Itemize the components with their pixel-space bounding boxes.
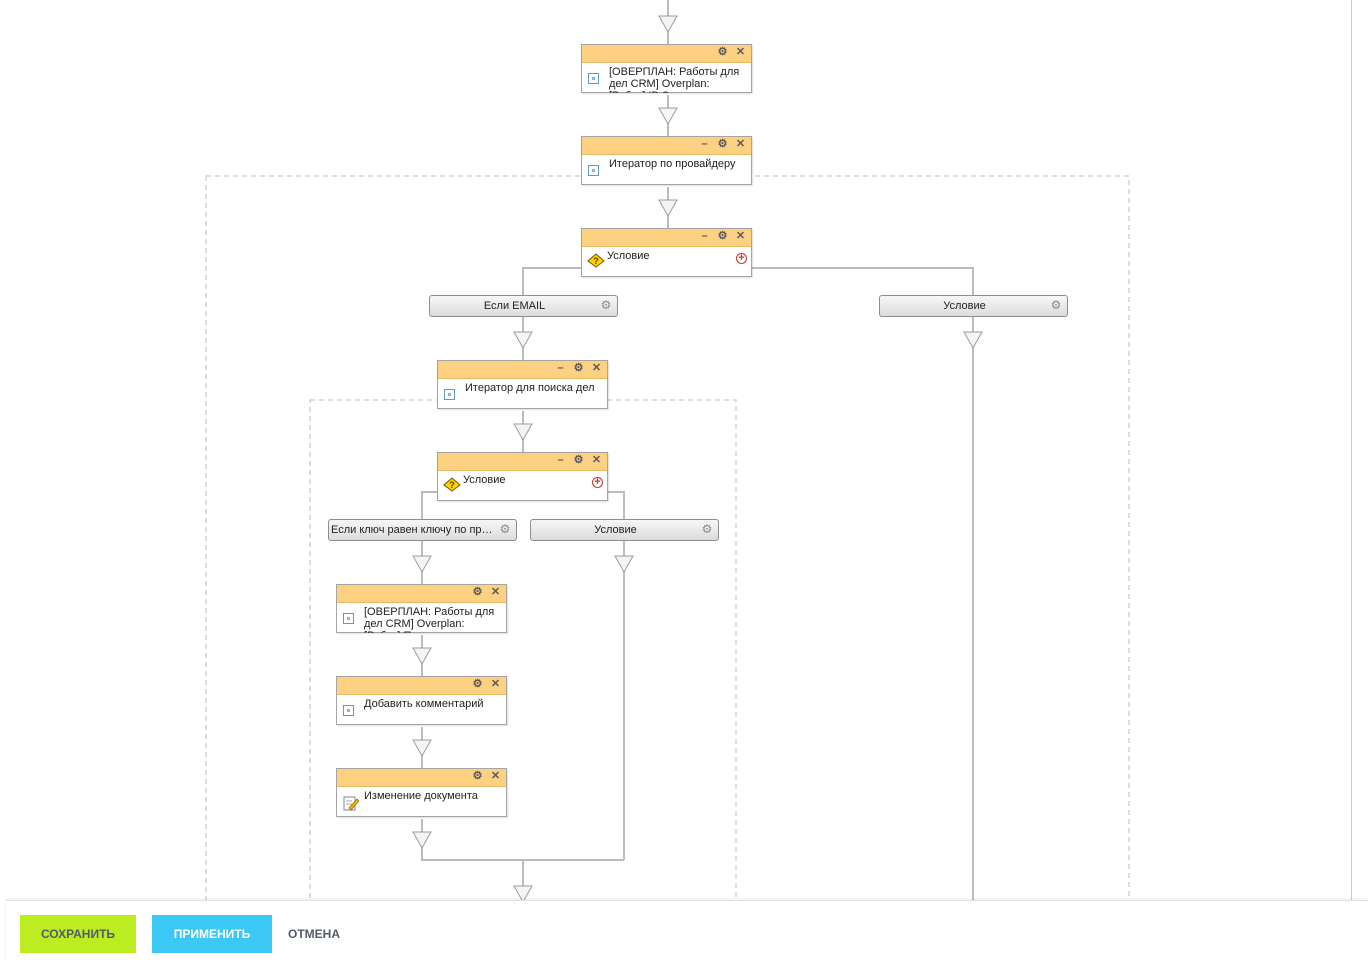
arrow-down-icon — [614, 555, 634, 574]
activity-header: ⚙ ✕ — [337, 585, 506, 603]
close-icon[interactable]: ✕ — [591, 362, 602, 374]
activity-icon — [343, 705, 354, 716]
settings-icon[interactable]: ⚙ — [717, 138, 728, 150]
activity-icon — [588, 165, 599, 176]
minimize-icon[interactable]: – — [557, 454, 564, 466]
arrow-down-icon — [658, 107, 678, 126]
activity-header: – ⚙ ✕ — [438, 453, 607, 471]
settings-icon[interactable]: ⚙ — [573, 454, 584, 466]
apply-button[interactable]: ПРИМЕНИТЬ — [152, 915, 272, 953]
activity-title: Условие — [463, 474, 506, 486]
condition-icon: ? — [443, 477, 461, 492]
add-branch-icon[interactable]: + — [736, 253, 747, 264]
activity-icon — [444, 389, 455, 400]
arrow-down-icon — [513, 423, 533, 442]
condition-block[interactable]: – ⚙ ✕ ? Условие + — [581, 228, 752, 277]
panel-right-border — [1351, 0, 1352, 900]
activity-icon — [588, 73, 599, 84]
close-icon[interactable]: ✕ — [735, 138, 746, 150]
arrow-down-icon — [658, 15, 678, 34]
arrow-down-icon — [963, 331, 983, 350]
settings-icon[interactable]: ⚙ — [499, 522, 511, 536]
activity-block[interactable]: ⚙ ✕ Изменение документа — [336, 768, 507, 817]
arrow-down-icon — [412, 555, 432, 574]
activity-title: [ОВЕРПЛАН: Работы для дел CRM] Overplan:… — [364, 606, 495, 633]
svg-text:?: ? — [449, 480, 455, 490]
branch-header[interactable]: Если ключ равен ключу по провайдеру ⚙ — [328, 519, 517, 541]
settings-icon[interactable]: ⚙ — [717, 46, 728, 58]
arrow-down-icon — [513, 331, 533, 350]
branch-label: Если EMAIL — [483, 300, 546, 312]
close-icon[interactable]: ✕ — [591, 454, 602, 466]
activity-title: [ОВЕРПЛАН: Работы для дел CRM] Overplan:… — [609, 66, 740, 93]
branch-label: Условие — [594, 524, 637, 536]
activity-block[interactable]: ⚙ ✕ [ОВЕРПЛАН: Работы для дел CRM] Overp… — [336, 584, 507, 633]
close-icon[interactable]: ✕ — [735, 46, 746, 58]
minimize-icon[interactable]: – — [701, 230, 708, 242]
activity-header: ⚙ ✕ — [337, 677, 506, 695]
activity-block[interactable]: ⚙ ✕ [ОВЕРПЛАН: Работы для дел CRM] Overp… — [581, 44, 752, 93]
settings-icon[interactable]: ⚙ — [1050, 298, 1062, 312]
settings-icon[interactable]: ⚙ — [472, 678, 483, 690]
settings-icon[interactable]: ⚙ — [472, 770, 483, 782]
footer-bar: СОХРАНИТЬ ПРИМЕНИТЬ ОТМЕНА — [6, 900, 1368, 961]
activity-title: Изменение документа — [364, 790, 478, 802]
activity-icon — [343, 613, 354, 624]
activity-header: – ⚙ ✕ — [438, 361, 607, 379]
activity-block[interactable]: – ⚙ ✕ Итератор для поиска дел — [437, 360, 608, 409]
document-edit-icon — [343, 796, 359, 811]
settings-icon[interactable]: ⚙ — [701, 522, 713, 536]
add-branch-icon[interactable]: + — [592, 477, 603, 488]
branch-header[interactable]: Условие ⚙ — [879, 295, 1068, 317]
arrow-down-icon — [412, 831, 432, 850]
settings-icon[interactable]: ⚙ — [573, 362, 584, 374]
activity-header: – ⚙ ✕ — [582, 137, 751, 155]
arrow-down-icon — [513, 885, 533, 904]
arrow-down-icon — [412, 739, 432, 758]
svg-text:?: ? — [593, 256, 599, 266]
condition-block[interactable]: – ⚙ ✕ ? Условие + — [437, 452, 608, 501]
arrow-down-icon — [658, 199, 678, 218]
activity-block[interactable]: ⚙ ✕ Добавить комментарий — [336, 676, 507, 725]
close-icon[interactable]: ✕ — [735, 230, 746, 242]
arrow-down-icon — [412, 647, 432, 666]
activity-title: Итератор для поиска дел — [465, 382, 595, 394]
branch-label: Условие — [943, 300, 986, 312]
activity-header: ⚙ ✕ — [582, 45, 751, 63]
settings-icon[interactable]: ⚙ — [717, 230, 728, 242]
branch-label: Если ключ равен ключу по провайдеру — [331, 524, 496, 536]
minimize-icon[interactable]: – — [557, 362, 564, 374]
activity-block[interactable]: – ⚙ ✕ Итератор по провайдеру — [581, 136, 752, 185]
branch-header[interactable]: Условие ⚙ — [530, 519, 719, 541]
save-button[interactable]: СОХРАНИТЬ — [20, 915, 136, 953]
branch-header[interactable]: Если EMAIL ⚙ — [429, 295, 618, 317]
minimize-icon[interactable]: – — [701, 138, 708, 150]
settings-icon[interactable]: ⚙ — [472, 586, 483, 598]
cancel-button[interactable]: ОТМЕНА — [278, 915, 350, 953]
activity-header: – ⚙ ✕ — [582, 229, 751, 247]
close-icon[interactable]: ✕ — [490, 770, 501, 782]
activity-title: Условие — [607, 250, 650, 262]
activity-title: Добавить комментарий — [364, 698, 484, 710]
activity-title: Итератор по провайдеру — [609, 158, 736, 170]
condition-icon: ? — [587, 253, 605, 268]
activity-header: ⚙ ✕ — [337, 769, 506, 787]
close-icon[interactable]: ✕ — [490, 678, 501, 690]
close-icon[interactable]: ✕ — [490, 586, 501, 598]
settings-icon[interactable]: ⚙ — [600, 298, 612, 312]
